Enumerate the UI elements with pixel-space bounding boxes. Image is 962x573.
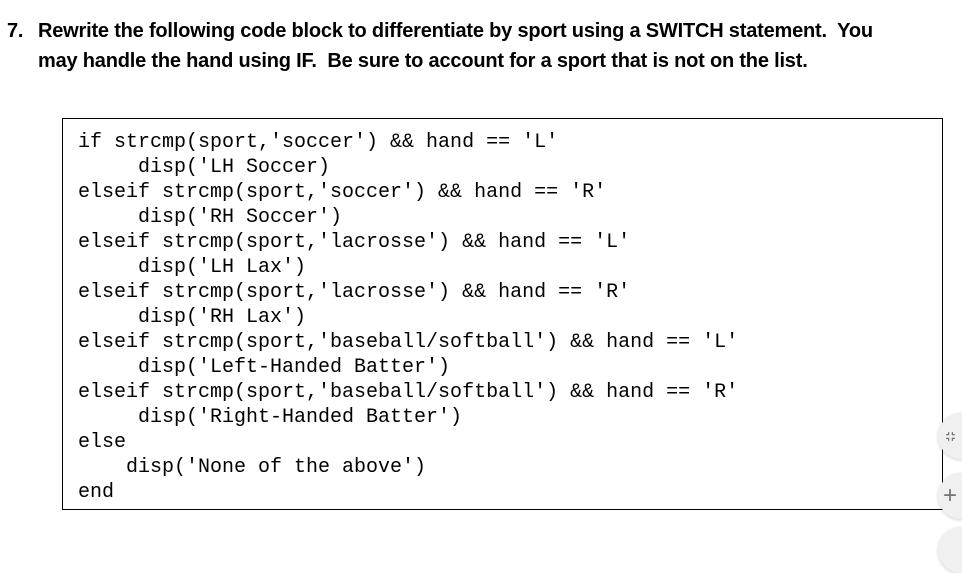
- zoom-out-button[interactable]: [938, 527, 962, 573]
- question: 7. Rewrite the following code block to d…: [7, 16, 873, 76]
- question-text-line-1: Rewrite the following code block to diff…: [38, 20, 873, 42]
- code-block: if strcmp(sport,'soccer') && hand == 'L'…: [62, 118, 943, 510]
- code-text: if strcmp(sport,'soccer') && hand == 'L'…: [78, 131, 739, 504]
- question-number: 7.: [7, 20, 24, 42]
- question-text-line-2: may handle the hand using IF. Be sure to…: [38, 50, 808, 72]
- fullscreen-exit-icon: [941, 427, 959, 445]
- question-text: Rewrite the following code block to diff…: [38, 16, 873, 76]
- plus-icon: +: [942, 482, 957, 509]
